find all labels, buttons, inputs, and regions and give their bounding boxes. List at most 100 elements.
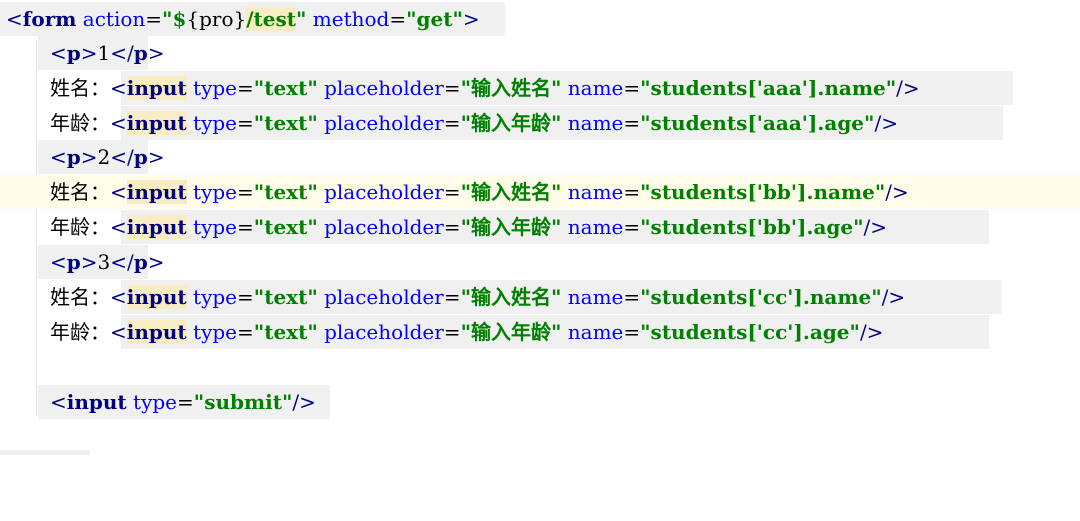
- code-token: input: [126, 111, 187, 135]
- code-token: />: [863, 215, 888, 239]
- code-token: =: [443, 320, 461, 344]
- line-shade: [38, 245, 148, 279]
- code-text: <p>1</p>: [50, 36, 165, 70]
- code-token: <: [50, 145, 67, 169]
- scroll-edge: [0, 450, 90, 455]
- code-token: <: [110, 215, 127, 239]
- code-token: input: [126, 285, 187, 309]
- code-token: type: [186, 320, 238, 344]
- code-line-7[interactable]: 年龄：<input type="text" placeholder="输入年龄"…: [0, 210, 1080, 244]
- code-token: />: [896, 76, 920, 100]
- code-token: ": [296, 7, 307, 31]
- code-token: =: [237, 76, 254, 100]
- code-token: "输入姓名": [460, 76, 562, 100]
- code-token: =: [443, 76, 461, 100]
- code-text: <form action="${pro}/test" method="get">: [6, 2, 480, 36]
- code-token: 年龄：: [50, 111, 110, 135]
- code-token: name: [561, 215, 624, 239]
- code-token: =: [623, 215, 641, 239]
- code-token: $: [172, 7, 187, 31]
- code-editor[interactable]: <form action="${pro}/test" method="get">…: [0, 0, 1080, 455]
- code-token: =: [237, 285, 254, 309]
- line-shade: [38, 36, 148, 70]
- code-token: =: [443, 180, 461, 204]
- code-token: "text": [253, 76, 318, 100]
- code-token: </: [110, 41, 134, 65]
- code-text: <p>3</p>: [50, 245, 165, 279]
- code-text: 年龄：<input type="text" placeholder="输入年龄"…: [50, 210, 887, 244]
- code-token: =: [237, 111, 254, 135]
- code-token: "students['cc'].name": [640, 285, 882, 309]
- code-token: =: [237, 215, 254, 239]
- code-token: placeholder: [317, 285, 444, 309]
- code-line-3[interactable]: 姓名：<input type="text" placeholder="输入姓名"…: [0, 71, 1080, 105]
- code-token: />: [885, 180, 909, 204]
- code-token: "students['bb'].age": [640, 215, 864, 239]
- line-shade: [121, 280, 1001, 314]
- code-token: >: [147, 145, 165, 169]
- code-token: placeholder: [317, 76, 444, 100]
- code-token: >: [147, 250, 165, 274]
- code-token: "text": [253, 320, 318, 344]
- code-line-12[interactable]: <input type="submit"/>: [0, 385, 1080, 419]
- code-token: p: [133, 250, 148, 274]
- code-token: >: [80, 250, 98, 274]
- code-text: 年龄：<input type="text" placeholder="输入年龄"…: [50, 315, 883, 349]
- code-token: =: [623, 111, 641, 135]
- code-token: placeholder: [317, 180, 444, 204]
- code-token: "text": [253, 111, 318, 135]
- code-token: =: [177, 390, 194, 414]
- code-line-4[interactable]: 年龄：<input type="text" placeholder="输入年龄"…: [0, 106, 1080, 140]
- code-token: type: [186, 180, 238, 204]
- code-token: input: [126, 320, 187, 344]
- code-line-6-current[interactable]: 姓名：<input type="text" placeholder="输入姓名"…: [0, 175, 1080, 209]
- code-token: placeholder: [317, 320, 444, 344]
- code-token: "text": [253, 285, 318, 309]
- code-token: =: [443, 285, 461, 309]
- code-token: action: [76, 7, 146, 31]
- code-text: 姓名：<input type="text" placeholder="输入姓名"…: [50, 71, 920, 105]
- code-token: name: [561, 76, 624, 100]
- code-line-5[interactable]: <p>2</p>: [0, 140, 1080, 174]
- code-token: <: [110, 285, 127, 309]
- code-token: placeholder: [317, 111, 444, 135]
- code-token: =: [389, 7, 407, 31]
- code-token: p: [133, 145, 148, 169]
- code-token: =: [623, 180, 641, 204]
- code-token: p: [66, 250, 81, 274]
- code-line-8[interactable]: <p>3</p>: [0, 245, 1080, 279]
- code-token: 年龄：: [50, 215, 110, 239]
- code-token: </: [110, 145, 134, 169]
- code-token: "text": [253, 215, 318, 239]
- code-token: />: [859, 320, 884, 344]
- code-token: 姓名：: [50, 180, 110, 204]
- code-token: 年龄：: [50, 320, 110, 344]
- code-token: type: [186, 215, 238, 239]
- code-token: type: [186, 111, 238, 135]
- code-token: <: [110, 180, 127, 204]
- line-shade: [121, 71, 1013, 105]
- code-token: <: [50, 390, 67, 414]
- code-token: <: [50, 250, 67, 274]
- code-line-11[interactable]: [0, 350, 1080, 384]
- code-token: "students['aaa'].name": [640, 76, 897, 100]
- code-text: 姓名：<input type="text" placeholder="输入姓名"…: [50, 175, 909, 209]
- code-line-1[interactable]: <form action="${pro}/test" method="get">: [0, 2, 1080, 36]
- code-token: =: [145, 7, 163, 31]
- code-token: "输入年龄": [460, 215, 562, 239]
- code-line-9[interactable]: 姓名：<input type="text" placeholder="输入姓名"…: [0, 280, 1080, 314]
- code-token: input: [126, 215, 187, 239]
- code-token: <: [50, 41, 67, 65]
- code-token: <: [110, 111, 127, 135]
- code-token: input: [126, 76, 187, 100]
- code-line-2[interactable]: <p>1</p>: [0, 36, 1080, 70]
- code-text: <p>2</p>: [50, 140, 165, 174]
- code-line-10[interactable]: 年龄：<input type="text" placeholder="输入年龄"…: [0, 315, 1080, 349]
- code-token: />: [874, 111, 898, 135]
- code-token: form: [22, 7, 77, 31]
- code-token: method: [306, 7, 390, 31]
- code-token: placeholder: [317, 215, 444, 239]
- code-token: 2: [97, 145, 111, 169]
- code-token: <: [110, 76, 127, 100]
- code-text: <input type="submit"/>: [50, 385, 316, 419]
